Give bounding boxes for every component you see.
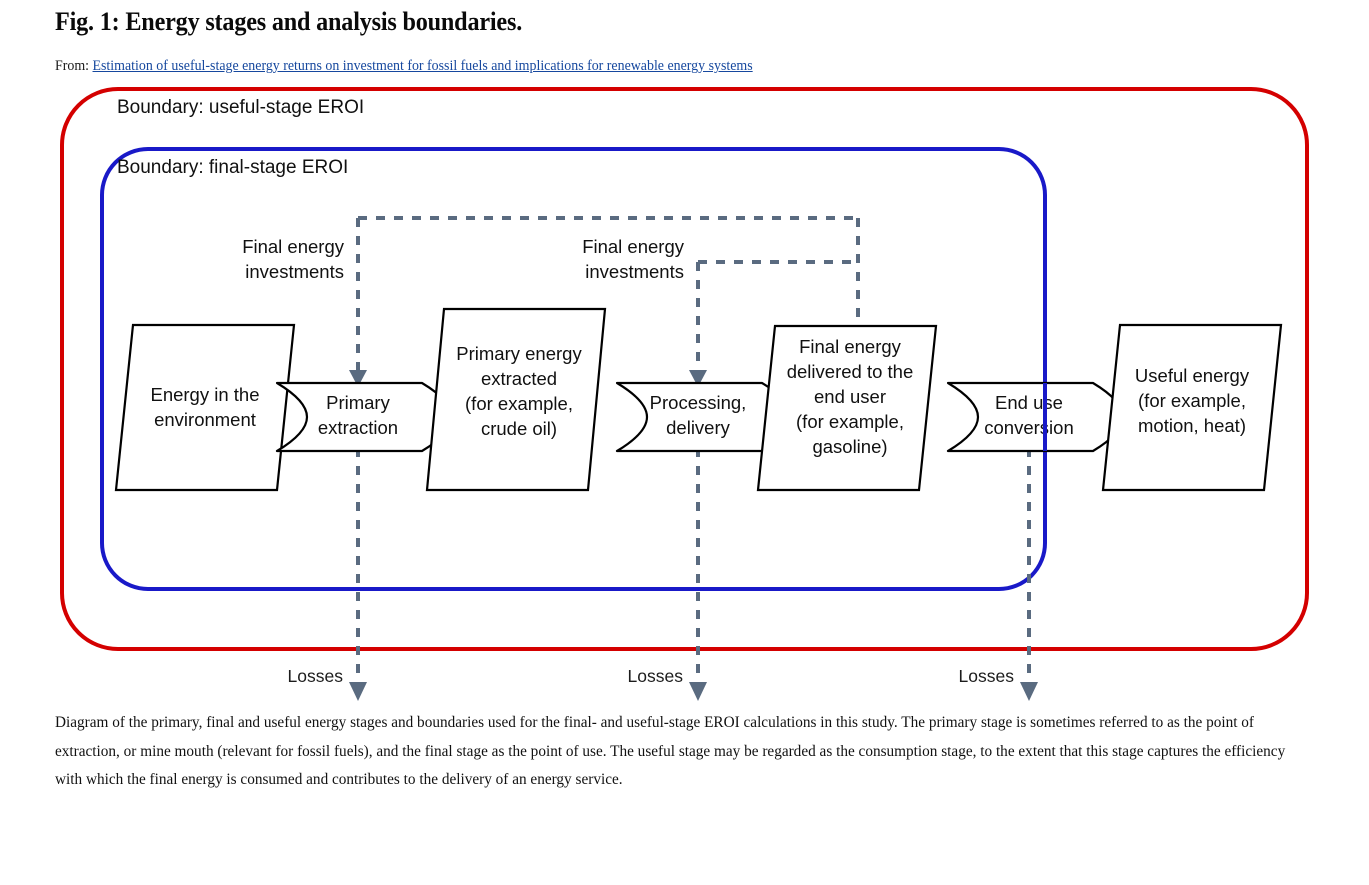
stage-label-primary-energy-extracted-line3: (for example, — [465, 393, 573, 414]
source-line: From: Estimation of useful-stage energy … — [55, 38, 1264, 76]
stage-label-useful-energy-line1: Useful energy — [1135, 365, 1250, 386]
stage-label-final-energy-delivered-line1: Final energy — [799, 336, 902, 357]
boundary-final-stage-label: Boundary: final-stage EROI — [117, 157, 348, 178]
stage-label-processing-delivery-line2: delivery — [666, 417, 730, 438]
boundary-useful-stage-rect — [60, 87, 1309, 651]
investment-label-left-line1: Final energy — [242, 236, 345, 257]
investment-label-right-line1: Final energy — [582, 236, 685, 257]
source-article-link[interactable]: Estimation of useful-stage energy return… — [92, 58, 753, 74]
arrowhead-primary-extraction — [349, 370, 367, 387]
losses-label-3: Losses — [959, 666, 1015, 686]
stage-label-final-energy-delivered-line5: gasoline) — [812, 436, 887, 457]
arrowhead-losses-1 — [349, 682, 367, 701]
stage-label-useful-energy-line2: (for example, — [1138, 390, 1246, 411]
stage-label-final-energy-delivered-line2: delivered to the — [787, 361, 914, 382]
stage-label-final-energy-delivered-line3: end user — [814, 386, 886, 407]
from-label: From: — [55, 58, 90, 74]
arrowhead-losses-2 — [689, 682, 707, 701]
stage-label-final-energy-delivered-line4: (for example, — [796, 411, 904, 432]
arrowhead-processing-delivery — [689, 370, 707, 387]
stage-shape-final-energy-delivered[interactable] — [756, 324, 938, 492]
stage-label-primary-extraction-line1: Primary — [326, 392, 390, 413]
stage-label-primary-energy-extracted-line1: Primary energy — [456, 343, 582, 364]
energy-stages-diagram: Boundary: useful-stage EROI Boundary: fi… — [60, 87, 1309, 701]
page-title: Fig. 1: Energy stages and analysis bound… — [55, 7, 523, 36]
figure-diagram: Boundary: useful-stage EROI Boundary: fi… — [55, 82, 1314, 707]
stage-label-end-use-conversion-line2: conversion — [984, 417, 1073, 438]
arrowhead-losses-3 — [1020, 682, 1038, 701]
stage-label-primary-extraction-line2: extraction — [318, 417, 398, 438]
stage-label-end-use-conversion-line1: End use — [995, 392, 1063, 413]
stage-label-processing-delivery-line1: Processing, — [650, 392, 747, 413]
stage-label-primary-energy-extracted-line2: extracted — [481, 368, 557, 389]
investment-label-right-line2: investments — [585, 261, 684, 282]
boundary-final-stage-rect — [100, 147, 1047, 591]
losses-label-1: Losses — [288, 666, 344, 686]
stage-label-primary-energy-extracted-line4: crude oil) — [481, 418, 557, 439]
stage-shape-useful-energy[interactable] — [1101, 323, 1283, 492]
stage-shape-primary-energy-extracted[interactable] — [425, 307, 607, 492]
stage-label-energy-in-environment-line1: Energy in the — [150, 384, 259, 405]
stage-shape-energy-in-environment[interactable] — [114, 323, 296, 492]
stage-label-useful-energy-line3: motion, heat) — [1138, 415, 1246, 436]
boundary-useful-stage-label: Boundary: useful-stage EROI — [117, 97, 364, 118]
figure-caption: Diagram of the primary, final and useful… — [55, 714, 1286, 788]
investment-label-left-line2: investments — [245, 261, 344, 282]
losses-label-2: Losses — [628, 666, 684, 686]
stage-label-energy-in-environment-line2: environment — [154, 409, 256, 430]
